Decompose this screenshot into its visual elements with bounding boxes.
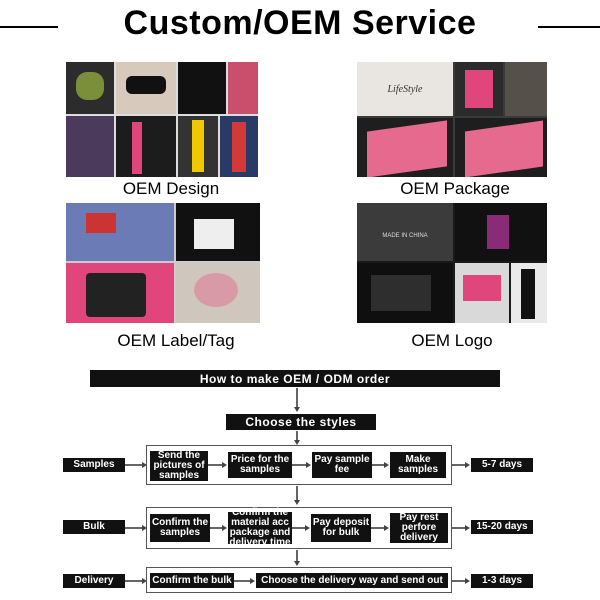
connector [210,527,225,529]
oem-design-caption: OEM Design [122,179,220,198]
arrow-right-icon [384,525,389,531]
photo-tile [505,62,547,116]
oem-label-caption: OEM Label/Tag [117,331,235,350]
oem-logo-caption: OEM Logo [411,331,493,350]
oem-package-caption: OEM Package [400,179,510,198]
delivery-label: Delivery [63,574,125,588]
photo-tile [465,70,493,108]
delivery-step-1: Confirm the bulk [150,573,234,588]
bulk-step-4: Pay rest perfore delivery [390,513,448,543]
connector [372,464,387,466]
samples-label: Samples [63,458,125,472]
photo-tile [521,269,535,319]
photo-tile [126,76,166,94]
bulk-step-1: Confirm the samples [150,514,210,542]
connector [125,464,145,466]
photo-tile [194,273,238,307]
photo-tile [66,116,114,177]
connector [296,486,298,501]
arrow-right-icon [384,462,389,468]
photo-tile [357,62,453,116]
connector [296,431,298,441]
title-rule-left [0,26,58,28]
bulk-label: Bulk [63,520,125,534]
arrow-down-icon [294,561,300,566]
connector [125,580,145,582]
connector [452,464,468,466]
connector [125,527,145,529]
samples-duration: 5-7 days [471,458,533,472]
arrow-down-icon [294,407,300,412]
samples-step-1: Send the pictures of samples [150,451,208,481]
oem-logo-photo: MADE IN CHINA [357,203,547,323]
connector [371,527,387,529]
logo-patch-text: MADE IN CHINA [382,233,428,239]
photo-tile [371,275,431,311]
connector [292,527,308,529]
photo-tile [66,203,174,261]
connector [296,550,298,562]
delivery-step-2: Choose the delivery way and send out [256,573,448,588]
photo-tile [192,120,204,172]
samples-step-4: Make samples [390,452,446,478]
arrow-right-icon [142,525,147,531]
photo-tile [487,215,509,249]
delivery-duration: 1-3 days [471,574,533,588]
samples-step-3: Pay sample fee [312,452,372,478]
photo-tile [232,122,246,172]
photo-tile [116,116,176,177]
flow-choose: Choose the styles [226,414,376,430]
samples-step-2: Price for the samples [228,452,292,478]
arrow-right-icon [305,525,310,531]
arrow-right-icon [465,462,470,468]
arrow-right-icon [465,525,470,531]
oem-label-photo [66,203,260,323]
title-rule-right [538,26,600,28]
bulk-duration: 15-20 days [471,520,533,534]
arrow-down-icon [294,440,300,445]
connector [208,464,225,466]
connector [292,464,309,466]
oem-package-photo: LifeStyle [357,62,547,177]
connector [452,527,468,529]
connector [296,388,298,408]
flow-title: How to make OEM / ODM order [90,370,500,387]
photo-tile [86,213,116,233]
photo-tile [76,72,104,100]
arrow-right-icon [222,462,227,468]
arrow-right-icon [142,578,147,584]
arrow-right-icon [306,462,311,468]
photo-tile [86,273,146,317]
connector [452,580,468,582]
arrow-down-icon [294,500,300,505]
connector [234,580,252,582]
oem-design-photo [66,62,258,177]
page-title: Custom/OEM Service [123,4,477,42]
arrow-right-icon [250,578,255,584]
arrow-right-icon [222,525,227,531]
photo-tile [357,203,453,261]
photo-tile [463,275,501,301]
photo-tile [132,122,142,174]
arrow-right-icon [142,462,147,468]
photo-tile [194,219,234,249]
bulk-step-2: Confirm the material acc package and del… [228,507,292,548]
photo-tile [228,62,258,114]
bulk-step-3: Pay deposit for bulk [311,514,371,542]
arrow-right-icon [465,578,470,584]
photo-tile [178,62,226,114]
package-box-brand: LifeStyle [387,84,423,95]
